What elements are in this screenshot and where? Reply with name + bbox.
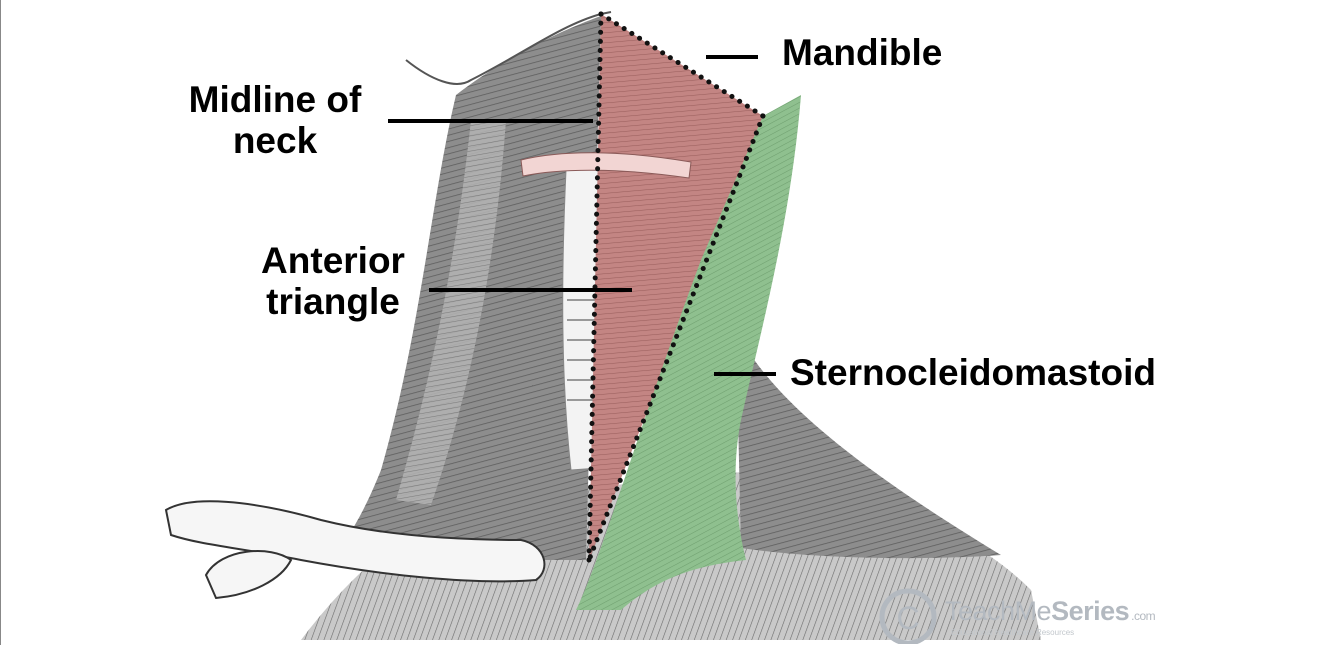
label-anterior-line2: triangle	[251, 281, 415, 322]
scapula-fragment	[206, 551, 291, 598]
label-midline-line2: neck	[177, 120, 373, 161]
svg-text:C: C	[896, 600, 919, 636]
label-anterior-line1: Anterior	[251, 240, 415, 281]
teachmeseries-watermark: C TeachMeSeries.com Educational Healthca…	[877, 588, 1177, 644]
label-midline-of-neck: Midline of neck	[177, 79, 373, 161]
watermark-brand: TeachMeSeries.com	[945, 596, 1155, 627]
watermark-tagline: Educational Healthcare Resources	[951, 628, 1074, 637]
label-anterior-triangle: Anterior triangle	[251, 240, 415, 322]
label-midline-line1: Midline of	[177, 79, 373, 120]
copyright-icon: C	[877, 588, 939, 644]
label-sternocleidomastoid: Sternocleidomastoid	[790, 352, 1156, 393]
label-mandible: Mandible	[782, 32, 942, 73]
